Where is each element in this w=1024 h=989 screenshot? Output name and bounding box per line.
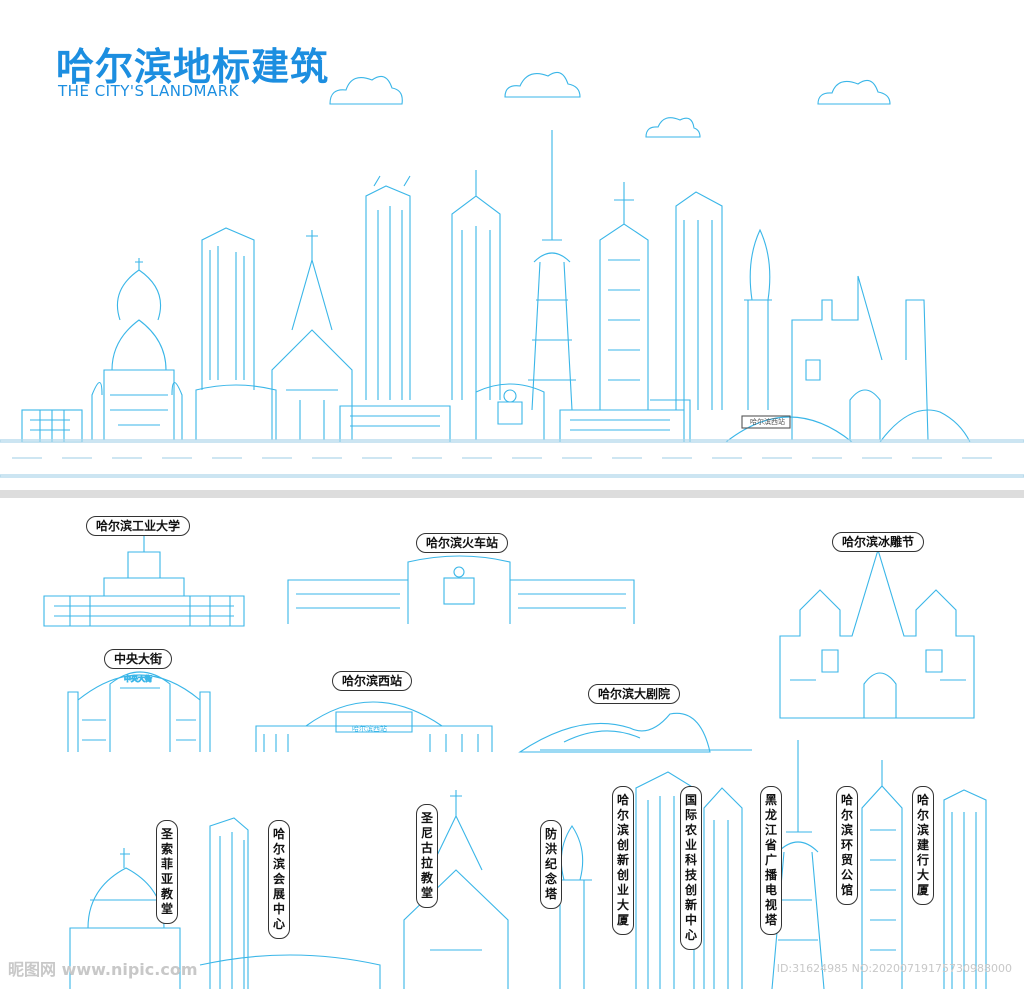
label-ice: 哈尔滨冰雕节 bbox=[832, 532, 925, 552]
page-subtitle: THE CITY'S LANDMARK bbox=[58, 82, 240, 100]
label-flood: 防洪纪念塔 bbox=[540, 820, 562, 909]
hit-building bbox=[43, 536, 245, 627]
central-street-arch bbox=[67, 671, 211, 752]
skyline bbox=[21, 130, 971, 443]
arch-sign: 中央大街 bbox=[124, 674, 152, 683]
label-ccb: 哈尔滨建行大厦 bbox=[912, 786, 934, 905]
label-tvtower: 黑龙江省广播电视塔 bbox=[760, 786, 782, 935]
label-theatre: 哈尔滨大剧院 bbox=[588, 684, 681, 704]
ice-castle bbox=[779, 548, 975, 719]
label-hit: 哈尔滨工业大学 bbox=[86, 516, 191, 536]
label-station: 哈尔滨火车站 bbox=[416, 533, 509, 553]
grand-theatre bbox=[518, 712, 752, 753]
label-zhongyang: 中央大街 bbox=[104, 649, 173, 669]
west-station bbox=[255, 701, 493, 752]
skyline-station-sign: 哈尔滨西站 bbox=[750, 418, 785, 426]
watermark-brand: 昵图网 www.nipic.com bbox=[8, 960, 198, 979]
label-trade: 哈尔滨环贸公馆 bbox=[836, 786, 858, 905]
label-agri: 国际农业科技创新中心 bbox=[680, 786, 702, 950]
railway-station bbox=[287, 555, 635, 624]
label-west: 哈尔滨西站 bbox=[332, 671, 413, 691]
west-station-sign: 哈尔滨西站 bbox=[352, 725, 387, 733]
label-innovation: 哈尔滨创新创业大厦 bbox=[612, 786, 634, 935]
label-expo: 哈尔滨会展中心 bbox=[268, 820, 290, 939]
label-sophia: 圣索菲亚教堂 bbox=[156, 820, 178, 924]
cloud-icon bbox=[329, 71, 891, 138]
watermark-id: ID:31624985 NO:20200719175730988000 bbox=[776, 962, 1012, 975]
label-nicholas: 圣尼古拉教堂 bbox=[416, 804, 438, 908]
page-title: 哈尔滨地标建筑 bbox=[56, 45, 330, 89]
